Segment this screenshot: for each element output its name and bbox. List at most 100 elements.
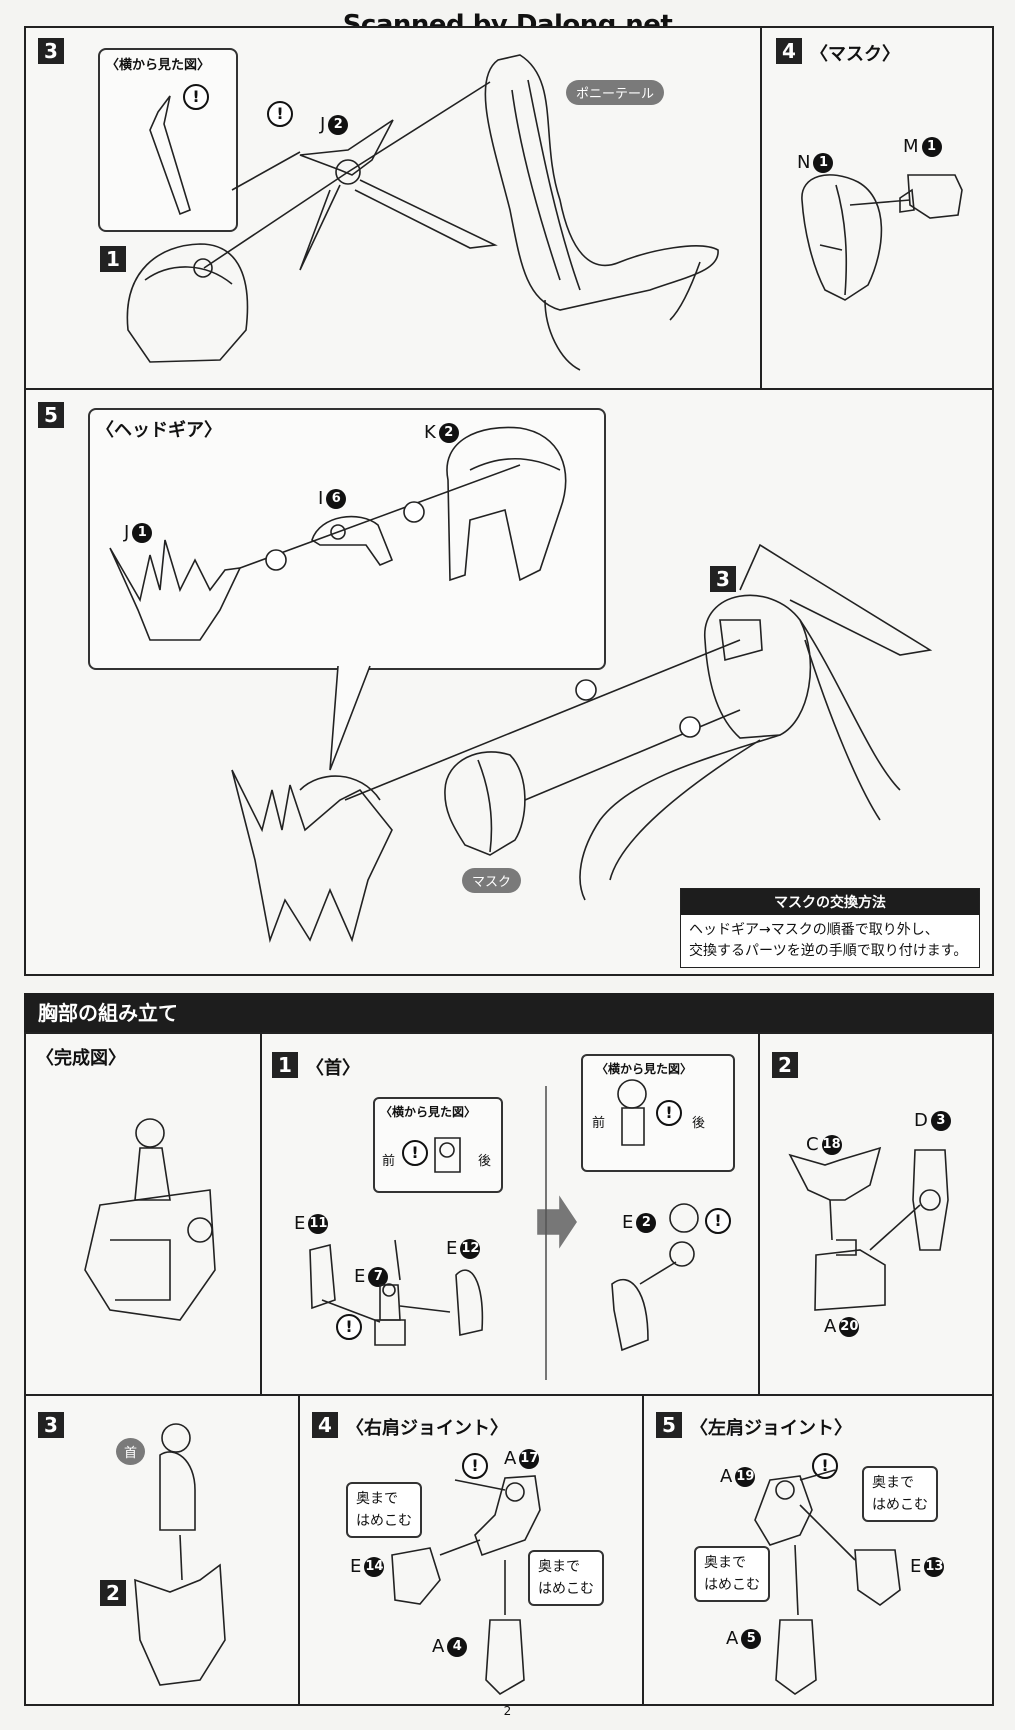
part-letter: J [124,522,130,543]
step-number: 3 [38,1412,64,1438]
note-line: 奥まで [356,1491,398,1507]
arrow-step-marker [679,716,701,738]
neck-assembly [611,1203,699,1352]
caution-icon: ! [656,1100,682,1126]
caution-icon: ! [402,1140,428,1166]
assembled-head [579,543,933,901]
panel-chest-step5 [642,1394,994,1706]
connector-line [231,151,301,191]
part-letter: A [504,1448,517,1469]
connector-line [203,81,491,269]
page-number: 2 [503,1704,512,1718]
headgear-inset [88,408,606,670]
step-number: 2 [772,1052,798,1078]
mask-swap-box: マスクの交換方法 ヘッドギア→マスクの順番で取り外し、 交換するパーツを逆の手順… [680,888,980,968]
part-number: 2 [438,423,459,443]
chest-step3-parts [134,1423,226,1686]
side-view-bubble [373,1097,503,1193]
note-line: 奥まで [704,1555,746,1571]
note-line: はめこむ [704,1577,760,1593]
caution-icon: ! [705,1208,731,1234]
step-number: 1 [272,1052,298,1078]
panel-complete-view [24,1032,262,1396]
part-letter: A [432,1636,445,1657]
step-number: 5 [656,1412,682,1438]
ponytail-part [484,54,719,371]
part-letter: D [914,1110,928,1131]
part-number: 2 [636,1213,657,1233]
part-number: 12 [460,1239,481,1259]
neck-parts [309,1239,484,1346]
note-line: 奥まで [538,1559,580,1575]
insert-fully-note: 奥まで はめこむ [694,1546,770,1602]
part-letter: E [350,1556,362,1577]
right-shoulder-parts [391,1475,541,1696]
part-letter: J [320,114,326,135]
part-letter: E [910,1556,922,1577]
j1-crest-part [109,539,242,641]
mask-part-loose [444,751,526,856]
step-title: 〈首〉 [306,1058,360,1079]
chest-complete-figure [84,1118,216,1321]
i6-part [311,515,394,566]
complete-view-title: 〈完成図〉 [36,1048,126,1069]
part-letter: A [726,1628,739,1649]
part-letter: E [354,1266,366,1287]
step-number: 3 [38,38,64,64]
part-number: 1 [813,153,834,173]
note-line: はめこむ [872,1497,928,1513]
part-number: 1 [132,523,153,543]
connector-line [344,639,741,801]
part-number: 11 [308,1214,329,1234]
side-view-title: 〈横から見た図〉 [106,58,211,73]
next-arrow [537,1195,577,1249]
back-label: 後 [478,1154,492,1169]
part-number: 6 [326,489,347,509]
part-number: 17 [519,1449,540,1469]
side-view-part [149,95,191,216]
mask-swap-text-2: 交換するパーツを逆の手順で取り付けます。 [689,943,968,959]
caution-icon: ! [267,101,293,127]
part-number: 5 [741,1629,762,1649]
part-number: 7 [368,1267,389,1287]
mask-part [801,174,883,301]
step-title: 〈マスク〉 [810,44,900,65]
part-number: 1 [921,137,942,157]
caution-icon: ! [336,1314,362,1340]
note-line: 奥まで [872,1475,914,1491]
side-view-title: 〈横から見た図〉 [596,1062,693,1076]
note-line: はめこむ [538,1581,594,1597]
part-number: 14 [364,1557,385,1577]
front-label: 前 [382,1154,396,1169]
part-letter: E [294,1213,306,1234]
part-number: 20 [839,1317,860,1337]
step-number: 5 [38,402,64,428]
insert-fully-note: 奥まで はめこむ [346,1482,422,1538]
part-letter: N [797,152,811,173]
sub-step-number: 1 [100,246,126,272]
helmet-part [126,243,249,363]
arrow-step-marker [403,501,425,523]
j2-crest-part [299,119,498,271]
assembled-headgear [231,769,393,943]
connector-line [849,199,911,206]
arrow-step-marker [575,679,597,701]
front-label: 前 [592,1116,606,1131]
part-number: 19 [735,1467,756,1487]
part-number: 13 [924,1557,945,1577]
caution-icon: ! [462,1453,488,1479]
